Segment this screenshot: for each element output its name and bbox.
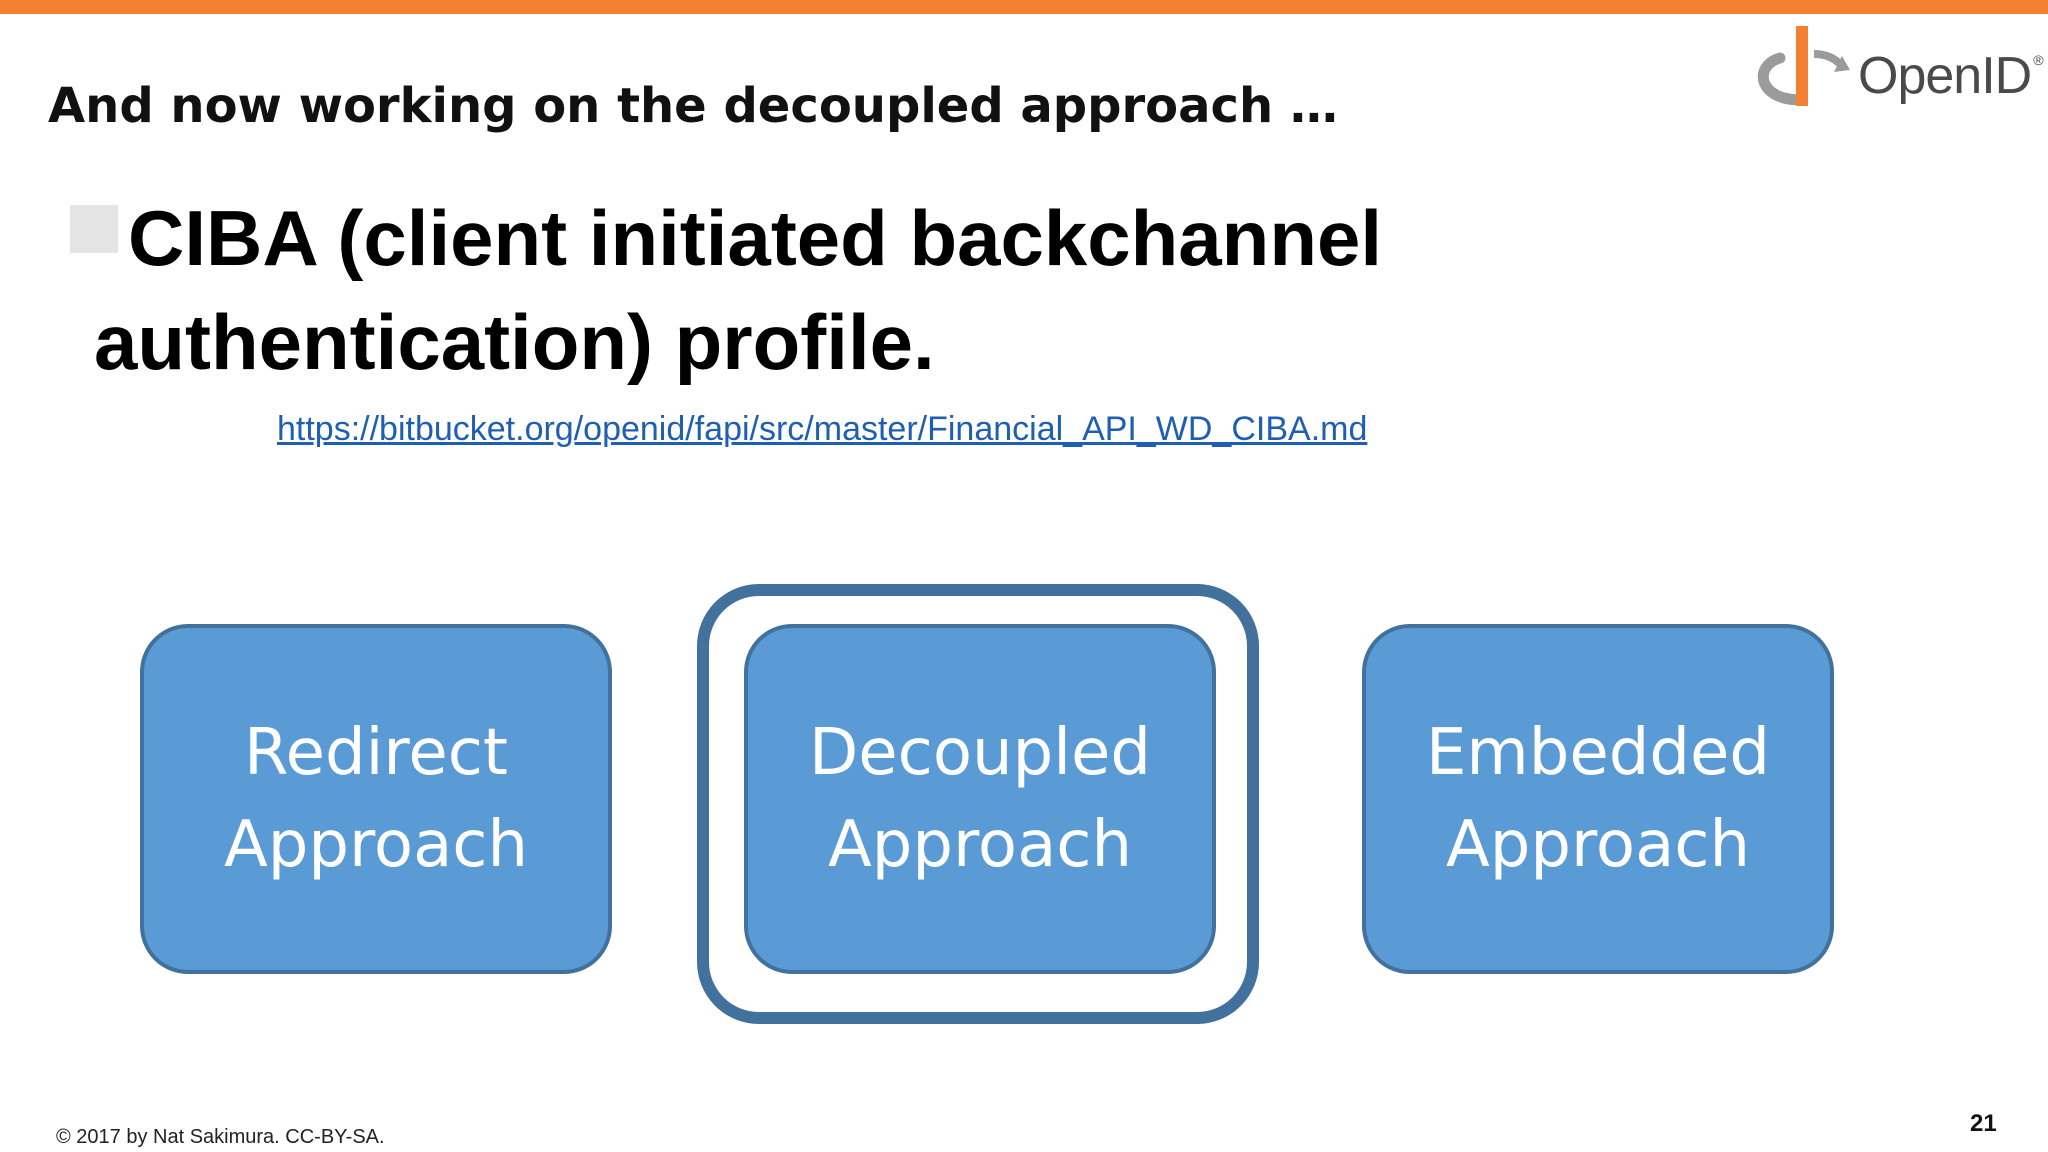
spec-link[interactable]: https://bitbucket.org/openid/fapi/src/ma… bbox=[277, 410, 1368, 448]
redirect-approach-box: Redirect Approach bbox=[140, 624, 612, 974]
highlight-frame bbox=[697, 584, 1259, 1024]
box-line-2: Approach bbox=[827, 808, 1133, 882]
embedded-approach-box: Embedded Approach bbox=[1362, 624, 1834, 974]
slide-title: And now working on the decoupled approac… bbox=[48, 78, 1338, 134]
decoupled-approach-box: Decoupled Approach bbox=[744, 624, 1216, 974]
openid-logo-icon bbox=[1757, 26, 1850, 106]
box-line-1: Decoupled bbox=[809, 716, 1151, 790]
box-line-1: Embedded bbox=[1425, 716, 1771, 790]
registered-mark: ® bbox=[2033, 52, 2043, 68]
top-accent-bar bbox=[0, 0, 2048, 14]
page-number: 21 bbox=[1970, 1110, 1997, 1137]
box-line-2: Approach bbox=[1445, 808, 1751, 882]
openid-logo-text: OpenID® bbox=[1858, 47, 2044, 105]
bullet-square-icon bbox=[70, 205, 118, 253]
openid-logo: OpenID® bbox=[1754, 20, 2044, 112]
bullet-text: CIBA (client initiated backchannel authe… bbox=[94, 194, 1383, 386]
box-line-2: Approach bbox=[223, 808, 529, 882]
box-line-1: Redirect bbox=[244, 716, 508, 790]
copyright-footer: © 2017 by Nat Sakimura. CC-BY-SA. bbox=[56, 1126, 385, 1148]
